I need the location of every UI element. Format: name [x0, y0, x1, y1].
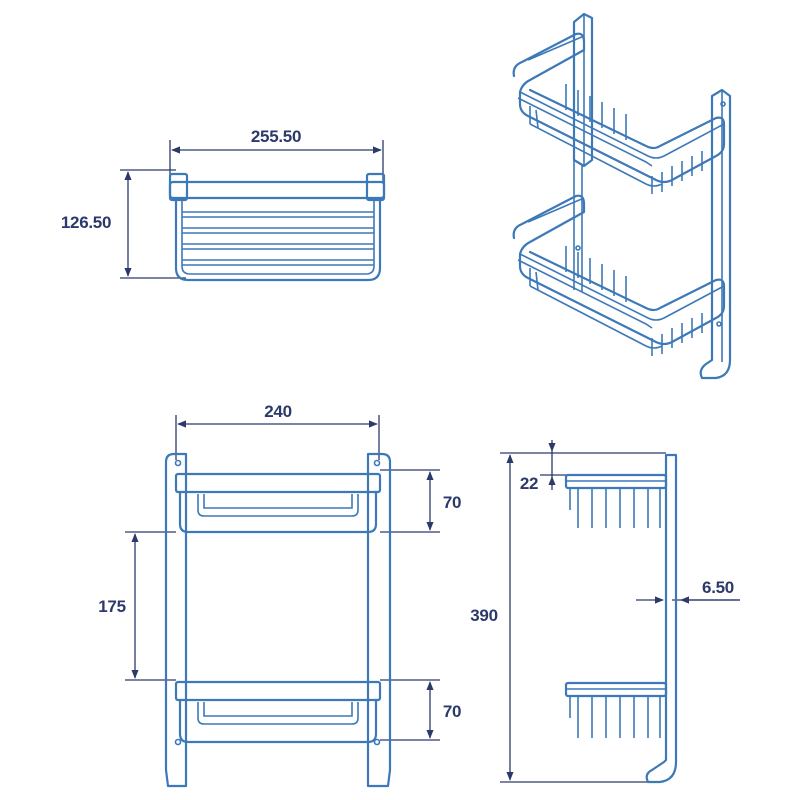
front-view: [125, 415, 440, 788]
side-wall-post: [645, 453, 678, 784]
side-top-offset-label: 22: [519, 474, 539, 493]
top-height-label: 126.50: [60, 213, 112, 232]
front-lower-rail: [174, 680, 382, 702]
side-lower-wires: [569, 696, 661, 738]
front-left-post: [164, 452, 188, 788]
top-width-label: 255.50: [250, 127, 302, 146]
upper-basket-height-label: 70: [442, 493, 462, 512]
basket-wires: [182, 211, 374, 266]
side-upper-wires: [569, 488, 661, 528]
front-upper-rail: [174, 472, 382, 494]
upper-wire-drops: [651, 146, 713, 194]
lower-basket-iso: [512, 194, 726, 356]
gap-height-label: 175: [98, 597, 126, 616]
lower-wire-drops: [651, 308, 713, 356]
front-upper-basket: [178, 490, 378, 534]
front-right-post: [366, 452, 392, 788]
top-rail: [168, 180, 386, 200]
side-view: [500, 440, 740, 784]
top-view: [120, 140, 386, 282]
right-mount-tab: [365, 172, 386, 202]
wall-gap-label: 6.50: [702, 578, 734, 597]
basket-body: [174, 196, 382, 282]
isometric-view: [512, 12, 732, 380]
left-mount-tab: [168, 172, 189, 202]
front-lower-basket: [178, 698, 378, 744]
lower-basket-height-label: 70: [442, 702, 462, 721]
front-width-label: 240: [264, 402, 292, 421]
side-total-height-label: 390: [470, 606, 498, 625]
front-post: [699, 88, 732, 380]
upper-basket-iso: [512, 32, 726, 194]
